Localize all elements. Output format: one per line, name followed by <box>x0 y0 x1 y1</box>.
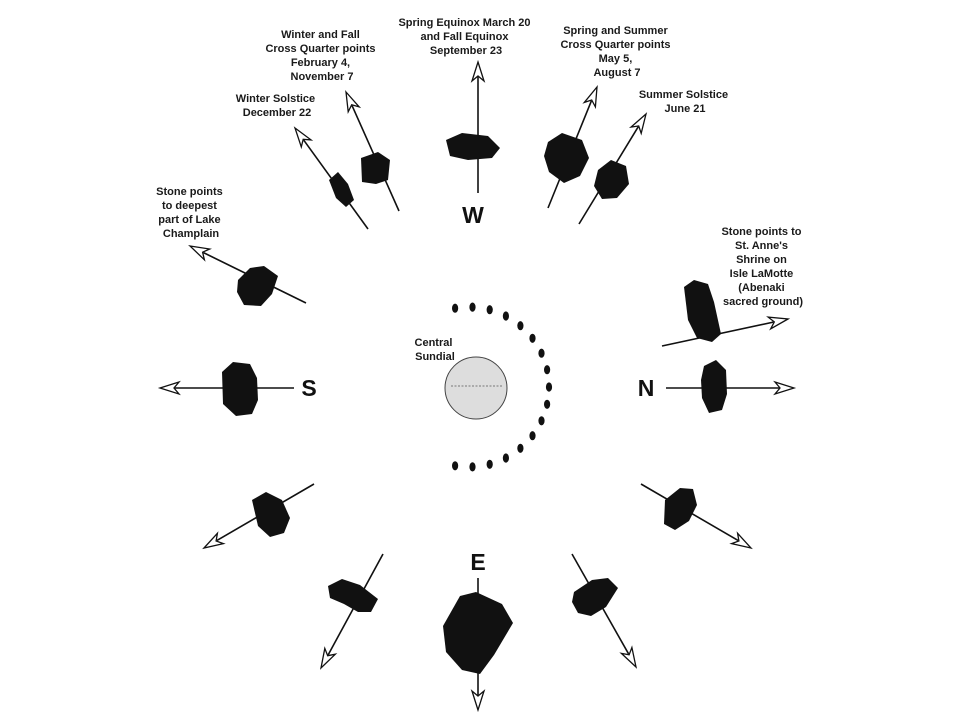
label-st-annes: Stone points to St. Anne's Shrine on Isl… <box>721 226 804 308</box>
stone-spring-summer-cross <box>544 133 589 183</box>
arc-stone <box>486 305 493 315</box>
direction-east: E <box>470 549 485 575</box>
arrow-northeast-1-head <box>729 531 753 550</box>
arrow-southeast-2-head <box>319 646 338 670</box>
arrow-southeast-1-head <box>202 531 226 550</box>
arc-stone <box>469 462 476 472</box>
arrow-lake-champlain-head <box>188 245 212 262</box>
arc-stone <box>486 459 493 469</box>
stone-northeast-2 <box>572 578 618 616</box>
arc-stone <box>502 311 509 321</box>
arrow-winter-fall-cross-head <box>345 90 362 115</box>
arrow-south-head <box>157 380 181 396</box>
label-winter-fall-cross: Winter and Fall Cross Quarter points Feb… <box>265 29 378 83</box>
stone-northeast-1 <box>664 488 697 530</box>
arrow-winter-solstice-head <box>293 126 314 150</box>
stone-equinox <box>446 133 500 160</box>
direction-north: N <box>638 375 655 401</box>
stone-st-annes <box>684 280 721 342</box>
arc-stone <box>502 453 509 463</box>
stone-north <box>701 360 727 413</box>
arc-stone <box>452 303 459 313</box>
stone-arc <box>452 302 553 472</box>
arc-stone <box>544 365 551 375</box>
arc-stone <box>544 399 551 409</box>
label-winter-solstice: Winter Solstice December 22 <box>236 93 318 119</box>
standing-stones <box>222 133 727 674</box>
arrow-northeast-2-head <box>619 645 638 669</box>
stone-southeast-2 <box>328 579 378 612</box>
arc-stone <box>538 416 545 426</box>
label-equinox: Spring Equinox March 20 and Fall Equinox… <box>398 17 533 57</box>
arc-stone <box>517 321 524 331</box>
stone-summer-solstice <box>594 160 629 199</box>
label-lake-champlain: Stone points to deepest part of Lake Cha… <box>156 186 226 240</box>
arc-stone <box>517 443 524 453</box>
arc-stone <box>452 461 459 471</box>
label-summer-solstice: Summer Solstice June 21 <box>639 89 731 115</box>
stone-southeast-1 <box>252 492 290 537</box>
arrow-spring-summer-cross-head <box>582 84 598 110</box>
arrow-equinox-head <box>470 59 486 83</box>
direction-west: W <box>462 202 484 228</box>
arrow-east-head <box>470 689 486 713</box>
stone-winter-fall-cross <box>361 152 390 184</box>
arrow-summer-solstice-head <box>628 112 648 136</box>
arc-stone <box>469 302 476 312</box>
stone-winter-solstice <box>329 172 354 207</box>
direction-south: S <box>301 375 316 401</box>
arc-stone <box>529 333 536 343</box>
central-sundial <box>444 356 508 420</box>
central-sundial-label: Central Sundial <box>415 337 456 363</box>
arc-stone <box>545 382 553 392</box>
arc-stone <box>538 348 545 358</box>
label-spring-summer-cross: Spring and Summer Cross Quarter points M… <box>560 25 673 79</box>
stone-south <box>222 362 258 416</box>
arrow-st-annes-head <box>766 316 791 331</box>
stone-east <box>443 592 513 674</box>
arrow-north-head <box>773 380 797 396</box>
stone-lake-champlain <box>237 266 278 306</box>
arc-stone <box>529 431 536 441</box>
